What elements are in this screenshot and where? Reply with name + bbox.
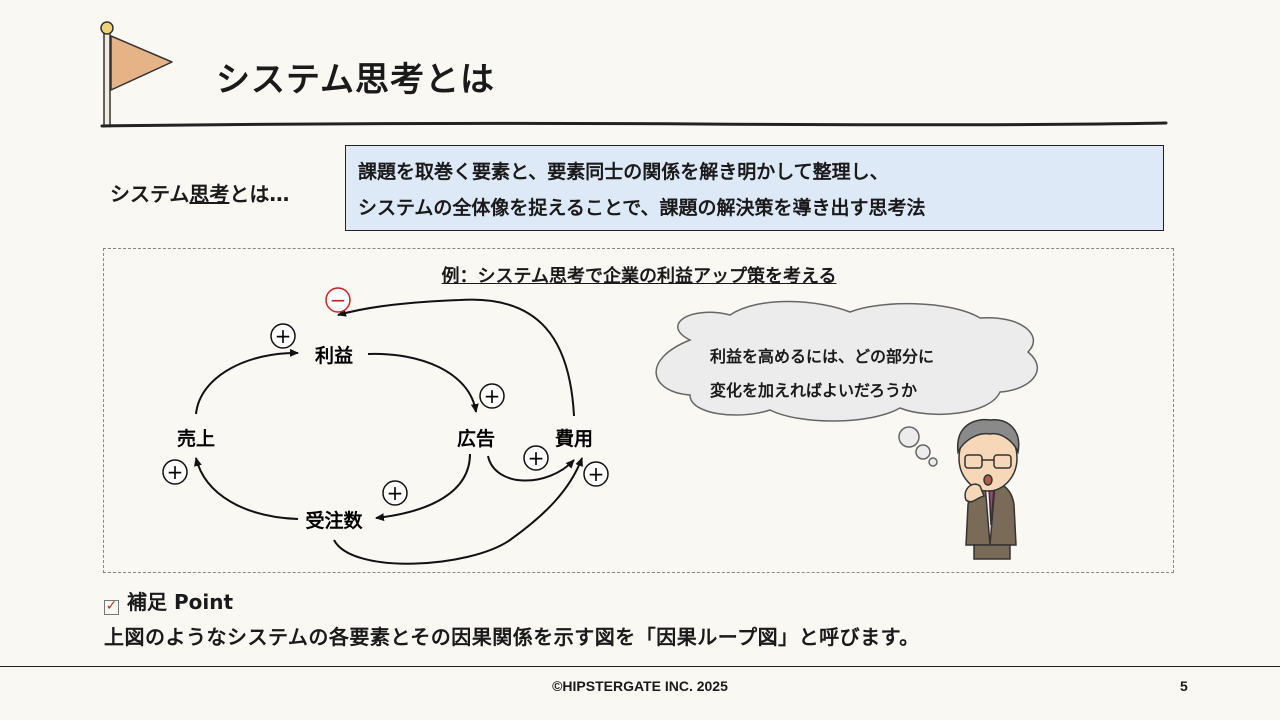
svg-text:+: + xyxy=(528,446,545,470)
svg-text:−: − xyxy=(330,288,347,312)
definition-box: 課題を取巻く要素と、要素同士の関係を解き明かして整理し、 システムの全体像を捉え… xyxy=(345,145,1164,231)
note-heading-label: 補足 Point xyxy=(127,590,234,614)
svg-text:+: + xyxy=(484,384,501,408)
sign-plus-profit: + xyxy=(270,323,296,349)
arrow-ads-to-orders xyxy=(375,453,471,522)
thought-line-1: 利益を高めるには、どの部分に xyxy=(710,347,935,366)
page-number: 5 xyxy=(1180,678,1188,694)
node-orders: 受注数 xyxy=(305,509,363,532)
flag-icon xyxy=(100,21,173,127)
checkbox-icon: ✓ xyxy=(104,598,119,615)
svg-text:+: + xyxy=(387,481,404,505)
arrow-orders-to-sales xyxy=(194,457,299,520)
arrow-profit-to-ads xyxy=(367,352,479,413)
arrow-sales-to-profit xyxy=(195,348,299,415)
thought-text: 利益を高めるには、どの部分に 変化を加えればよいだろうか xyxy=(710,340,934,407)
page-title: システム思考とは xyxy=(216,60,495,100)
sign-plus-costs-from-ads: + xyxy=(523,445,549,471)
definition-line-2: システムの全体像を捉えることで、課題の解決策を導き出す思考法 xyxy=(358,197,926,220)
arrow-ads-to-costs xyxy=(487,455,575,482)
sign-plus-costs-from-orders: + xyxy=(583,461,609,487)
thought-line-2: 変化を加えればよいだろうか xyxy=(710,380,918,400)
thought-cloud-icon xyxy=(655,300,1039,467)
node-profit: 利益 xyxy=(315,344,353,367)
header-graphics xyxy=(100,21,1168,128)
node-costs: 費用 xyxy=(555,427,593,450)
lead-suffix: とは… xyxy=(229,182,290,206)
copyright: ©HIPSTERGATE INC. 2025 xyxy=(552,678,728,694)
causal-loop-diagram: + + + + + + − 利益 売上 広告 費用 受注数 xyxy=(162,287,1039,565)
sign-plus-ads: + xyxy=(479,383,505,409)
note-heading: ✓ 補足 Point xyxy=(104,586,233,615)
sign-plus-sales: + xyxy=(162,459,188,485)
example-title: 例：システム思考で企業の利益アップ策を考える xyxy=(441,266,837,287)
arrow-orders-to-costs xyxy=(333,457,583,565)
node-ads: 広告 xyxy=(457,427,495,450)
thinking-man-icon xyxy=(957,418,1020,560)
title-underline xyxy=(100,121,1168,128)
footer-divider xyxy=(0,666,1280,667)
svg-text:+: + xyxy=(275,324,292,348)
svg-text:+: + xyxy=(167,460,184,484)
lead-prefix: システム xyxy=(110,182,190,206)
arrow-costs-to-profit xyxy=(337,298,575,417)
example-panel xyxy=(103,248,1174,573)
note-text: 上図のようなシステムの各要素とその因果関係を示す図を「因果ループ図」と呼びます。 xyxy=(104,625,920,649)
svg-text:+: + xyxy=(588,462,605,486)
sign-minus-profit: − xyxy=(325,287,351,313)
definition-line-1: 課題を取巻く要素と、要素同士の関係を解き明かして整理し、 xyxy=(358,161,889,183)
lead-underlined: 思考 xyxy=(189,182,230,206)
node-sales: 売上 xyxy=(177,427,215,450)
sign-plus-orders: + xyxy=(382,480,408,506)
definition-lead: システム思考とは… xyxy=(110,178,289,207)
